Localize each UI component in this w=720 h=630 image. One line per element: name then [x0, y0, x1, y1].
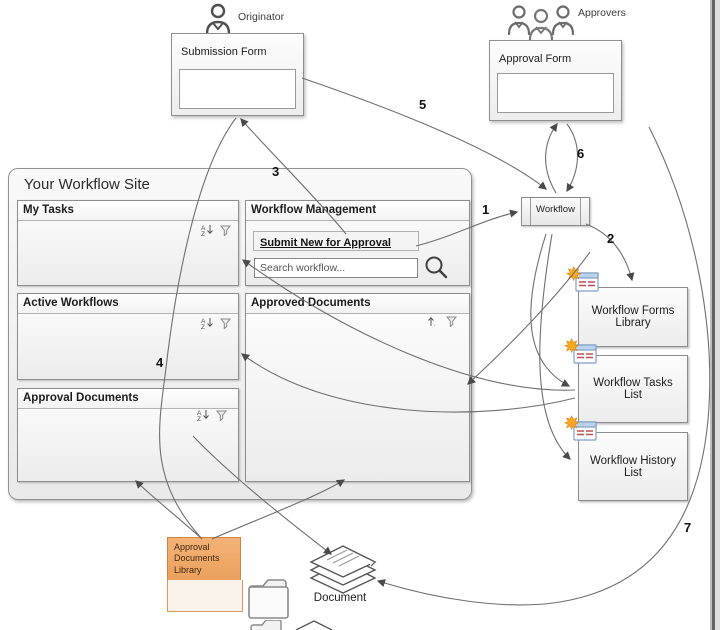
step-label-6: 6: [577, 146, 585, 161]
folder-icon: [248, 579, 289, 619]
workflow-process-box: Workflow: [521, 197, 590, 226]
approval-documents-library-body: [167, 580, 243, 612]
approvers-people-icon: [507, 5, 575, 42]
sort-icon[interactable]: AZ: [201, 317, 213, 329]
originator-person-icon: [205, 3, 231, 36]
active-workflows-panel: Active Workflows: [17, 293, 239, 380]
approval-documents-title: Approval Documents: [23, 392, 139, 404]
step-label-4: 4: [156, 355, 164, 370]
document-stack-icon: [309, 545, 377, 594]
submission-form-field: [179, 69, 296, 109]
list-icon: [564, 338, 597, 364]
workflow-management-title: Workflow Management: [251, 204, 377, 216]
sort-icon[interactable]: AZ: [197, 409, 209, 421]
approval-form-title: Approval Form: [499, 53, 572, 65]
svg-text:.: .: [434, 321, 436, 327]
star-icon: [566, 266, 582, 282]
svg-text:Z: Z: [201, 231, 205, 236]
arrow-6-workflow-to-approval: [545, 123, 558, 194]
cutoff-shapes: [250, 620, 333, 630]
workflow-history-list-label: Workflow History List: [589, 454, 677, 479]
svg-text:Z: Z: [197, 416, 201, 421]
arrow-6-approval-to-workflow: [566, 123, 578, 193]
submit-new-for-approval-link[interactable]: Submit New for Approval: [260, 237, 391, 249]
sort-icon[interactable]: AZ: [201, 224, 213, 236]
filter-icon[interactable]: [220, 318, 231, 329]
my-tasks-title: My Tasks: [23, 204, 74, 216]
filter-icon[interactable]: [220, 225, 231, 236]
window-edge-highlight: [710, 0, 712, 630]
approval-documents-panel: Approval Documents: [17, 388, 239, 482]
star-icon: [564, 415, 580, 431]
list-icon: [564, 415, 597, 441]
my-tasks-panel: My Tasks: [17, 200, 239, 286]
workflow-forms-library-label: Workflow Forms Library: [591, 305, 675, 329]
star-icon: [564, 338, 580, 354]
document-label: Document: [313, 592, 367, 604]
svg-text:Z: Z: [201, 324, 205, 329]
approval-documents-library-header: Approval Documents Library: [167, 537, 241, 581]
workflow-box-label: Workflow: [536, 204, 575, 215]
approved-documents-title: Approved Documents: [251, 297, 371, 309]
submit-new-for-approval-box: Submit New for Approval: [253, 231, 419, 251]
approved-documents-toolbar: .: [427, 315, 457, 327]
approval-form-box: Approval Form: [489, 40, 622, 121]
step-label-3: 3: [272, 164, 280, 179]
window-edge-border: [712, 0, 715, 630]
site-title: Your Workflow Site: [24, 176, 150, 193]
submission-form-title: Submission Form: [181, 46, 267, 58]
list-icon: [566, 266, 599, 292]
submission-form-box: Submission Form: [171, 33, 304, 116]
workflow-tasks-list-label: Workflow Tasks List: [593, 377, 673, 401]
approvers-label: Approvers: [578, 7, 626, 19]
search-icon[interactable]: [422, 254, 450, 282]
step-label-7: 7: [684, 520, 692, 535]
approval-form-field: [497, 73, 614, 113]
step-label-1: 1: [482, 202, 490, 217]
filter-icon[interactable]: [216, 410, 227, 421]
sort-icon[interactable]: .: [427, 315, 439, 327]
window-edge-outer: [715, 0, 720, 630]
search-workflow-input[interactable]: [254, 258, 418, 278]
active-workflows-title: Active Workflows: [23, 297, 119, 309]
step-label-2: 2: [607, 231, 615, 246]
step-label-5: 5: [419, 97, 427, 112]
originator-label: Originator: [238, 11, 285, 23]
filter-icon[interactable]: [446, 316, 457, 327]
